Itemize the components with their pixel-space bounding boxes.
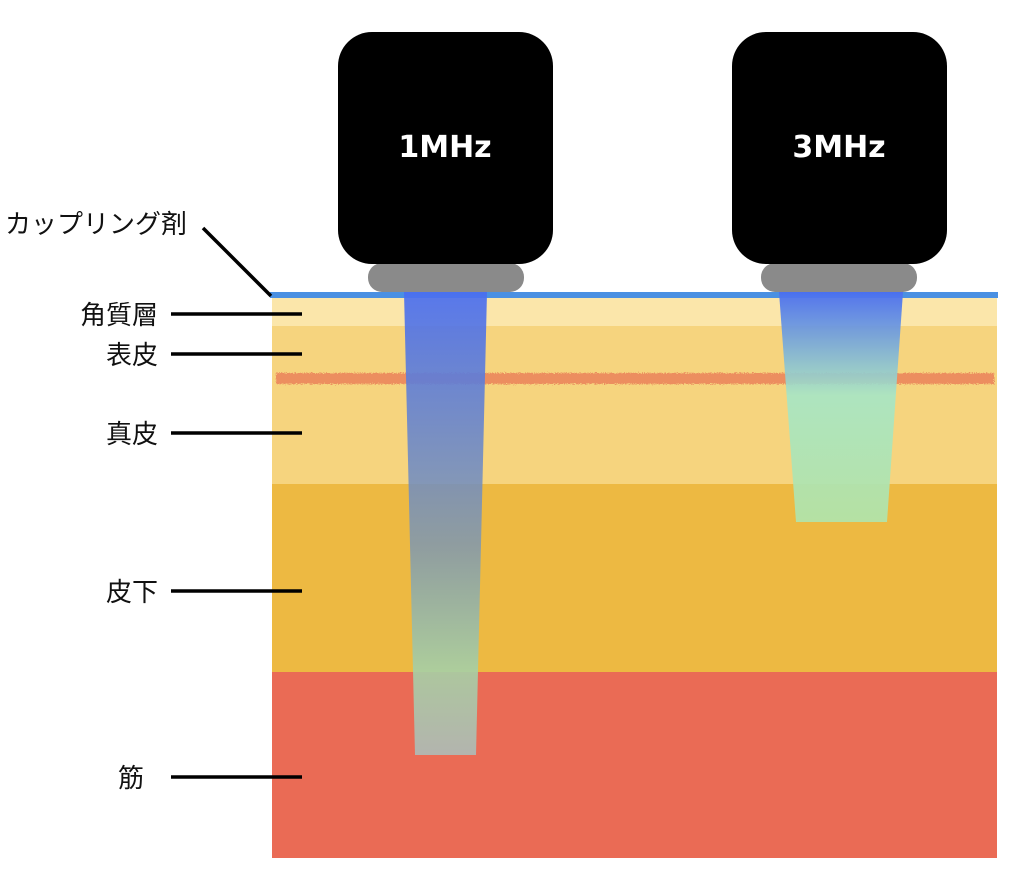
probe-1mhz-body bbox=[338, 32, 553, 264]
dermis-label: 真皮 bbox=[106, 420, 158, 450]
probe-3mhz-body bbox=[732, 32, 947, 264]
subcutaneous-layer bbox=[272, 484, 997, 672]
probe-3mhz-label: 3MHz bbox=[792, 130, 885, 165]
probe-1mhz-label: 1MHz bbox=[398, 130, 491, 165]
stratum-corneum-label: 角質層 bbox=[80, 301, 158, 331]
coupling-leader-line bbox=[201, 226, 273, 298]
probe-3mhz: 3MHz bbox=[732, 32, 947, 292]
probe-3mhz-head bbox=[761, 263, 917, 292]
coupling-agent-line bbox=[270, 292, 998, 298]
probe-1mhz: 1MHz bbox=[338, 32, 553, 292]
coupling-agent-label: カップリング剤 bbox=[5, 210, 187, 240]
subcutaneous-label: 皮下 bbox=[106, 578, 158, 608]
muscle-layer bbox=[272, 672, 997, 858]
epidermis-label: 表皮 bbox=[106, 341, 158, 371]
beam-3mhz bbox=[779, 292, 903, 522]
muscle-label: 筋 bbox=[118, 764, 144, 794]
probe-1mhz-head bbox=[368, 263, 524, 292]
basal-membrane-band bbox=[276, 373, 994, 384]
beam-1mhz bbox=[404, 292, 487, 755]
